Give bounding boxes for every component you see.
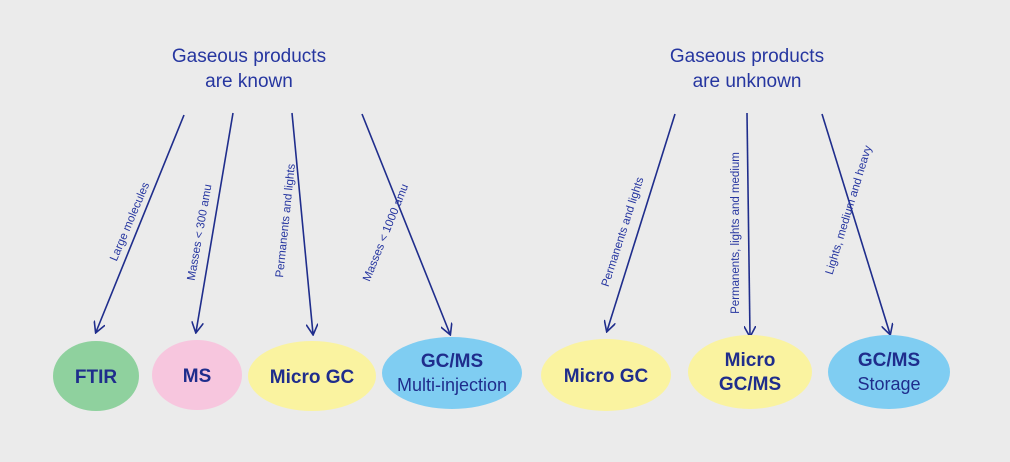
edge-label-masses-300: Masses < 300 amu <box>186 183 215 281</box>
node-micro-gcms-title: Micro <box>725 350 776 371</box>
node-micro-gcms: Micro GC/MS <box>688 335 812 409</box>
node-ftir-label: FTIR <box>75 367 117 388</box>
node-ellipse <box>382 337 522 409</box>
heading-unknown: Gaseous products are unknown <box>670 46 824 92</box>
node-micro-gcms-subtitle: GC/MS <box>719 374 781 395</box>
edge-label-permanents-lights-right: Permanents and lights <box>600 176 647 289</box>
arrow-to-ms <box>196 112 234 332</box>
node-ms: MS <box>152 340 242 410</box>
heading-known-line-2: are known <box>205 71 293 92</box>
node-micro-gc-right: Micro GC <box>541 339 671 411</box>
heading-unknown-line-1: Gaseous products <box>670 46 824 67</box>
edge-label-masses-1000: Masses < 1000 amu <box>361 182 411 283</box>
heading-known: Gaseous products are known <box>172 46 326 92</box>
node-gcms-multi-injection-subtitle: Multi-injection <box>397 375 507 395</box>
edge-label-permanents-lights-left: Permanents and lights <box>274 163 298 278</box>
node-ellipse <box>688 335 812 409</box>
heading-known-line-1: Gaseous products <box>172 46 326 67</box>
node-ellipse <box>541 339 671 411</box>
heading-unknown-line-2: are unknown <box>693 71 802 92</box>
node-ftir: FTIR <box>53 341 139 411</box>
node-gcms-multi-injection: GC/MS Multi-injection <box>382 337 522 409</box>
node-ellipse <box>248 341 376 411</box>
arrow-to-micro-gcms <box>747 112 750 336</box>
node-micro-gc-left-label: Micro GC <box>270 367 355 388</box>
node-micro-gc-left: Micro GC <box>248 341 376 411</box>
edge-label-large-molecules: Large molecules <box>108 180 152 263</box>
edge-label-lights-medium-heavy: Lights, medium and heavy <box>824 144 875 276</box>
arrow-to-ftir <box>96 114 185 332</box>
node-ellipse <box>828 335 950 409</box>
node-gcms-storage-title: GC/MS <box>858 350 920 371</box>
node-ellipse <box>53 341 139 411</box>
node-ellipse <box>152 340 242 410</box>
arrow-to-gcms-storage <box>821 113 890 334</box>
edge-label-permanents-lights-medium: Permanents, lights and medium <box>730 152 742 314</box>
node-gcms-storage-subtitle: Storage <box>857 374 920 394</box>
node-ms-label: MS <box>183 366 212 387</box>
node-micro-gc-right-label: Micro GC <box>564 366 649 387</box>
node-gcms-multi-injection-title: GC/MS <box>421 351 483 372</box>
arrow-to-micro-gc-right <box>607 113 676 331</box>
node-gcms-storage: GC/MS Storage <box>828 335 950 409</box>
arrow-to-micro-gc-left <box>291 112 313 334</box>
arrow-to-gcms-multi-injection <box>361 113 450 334</box>
